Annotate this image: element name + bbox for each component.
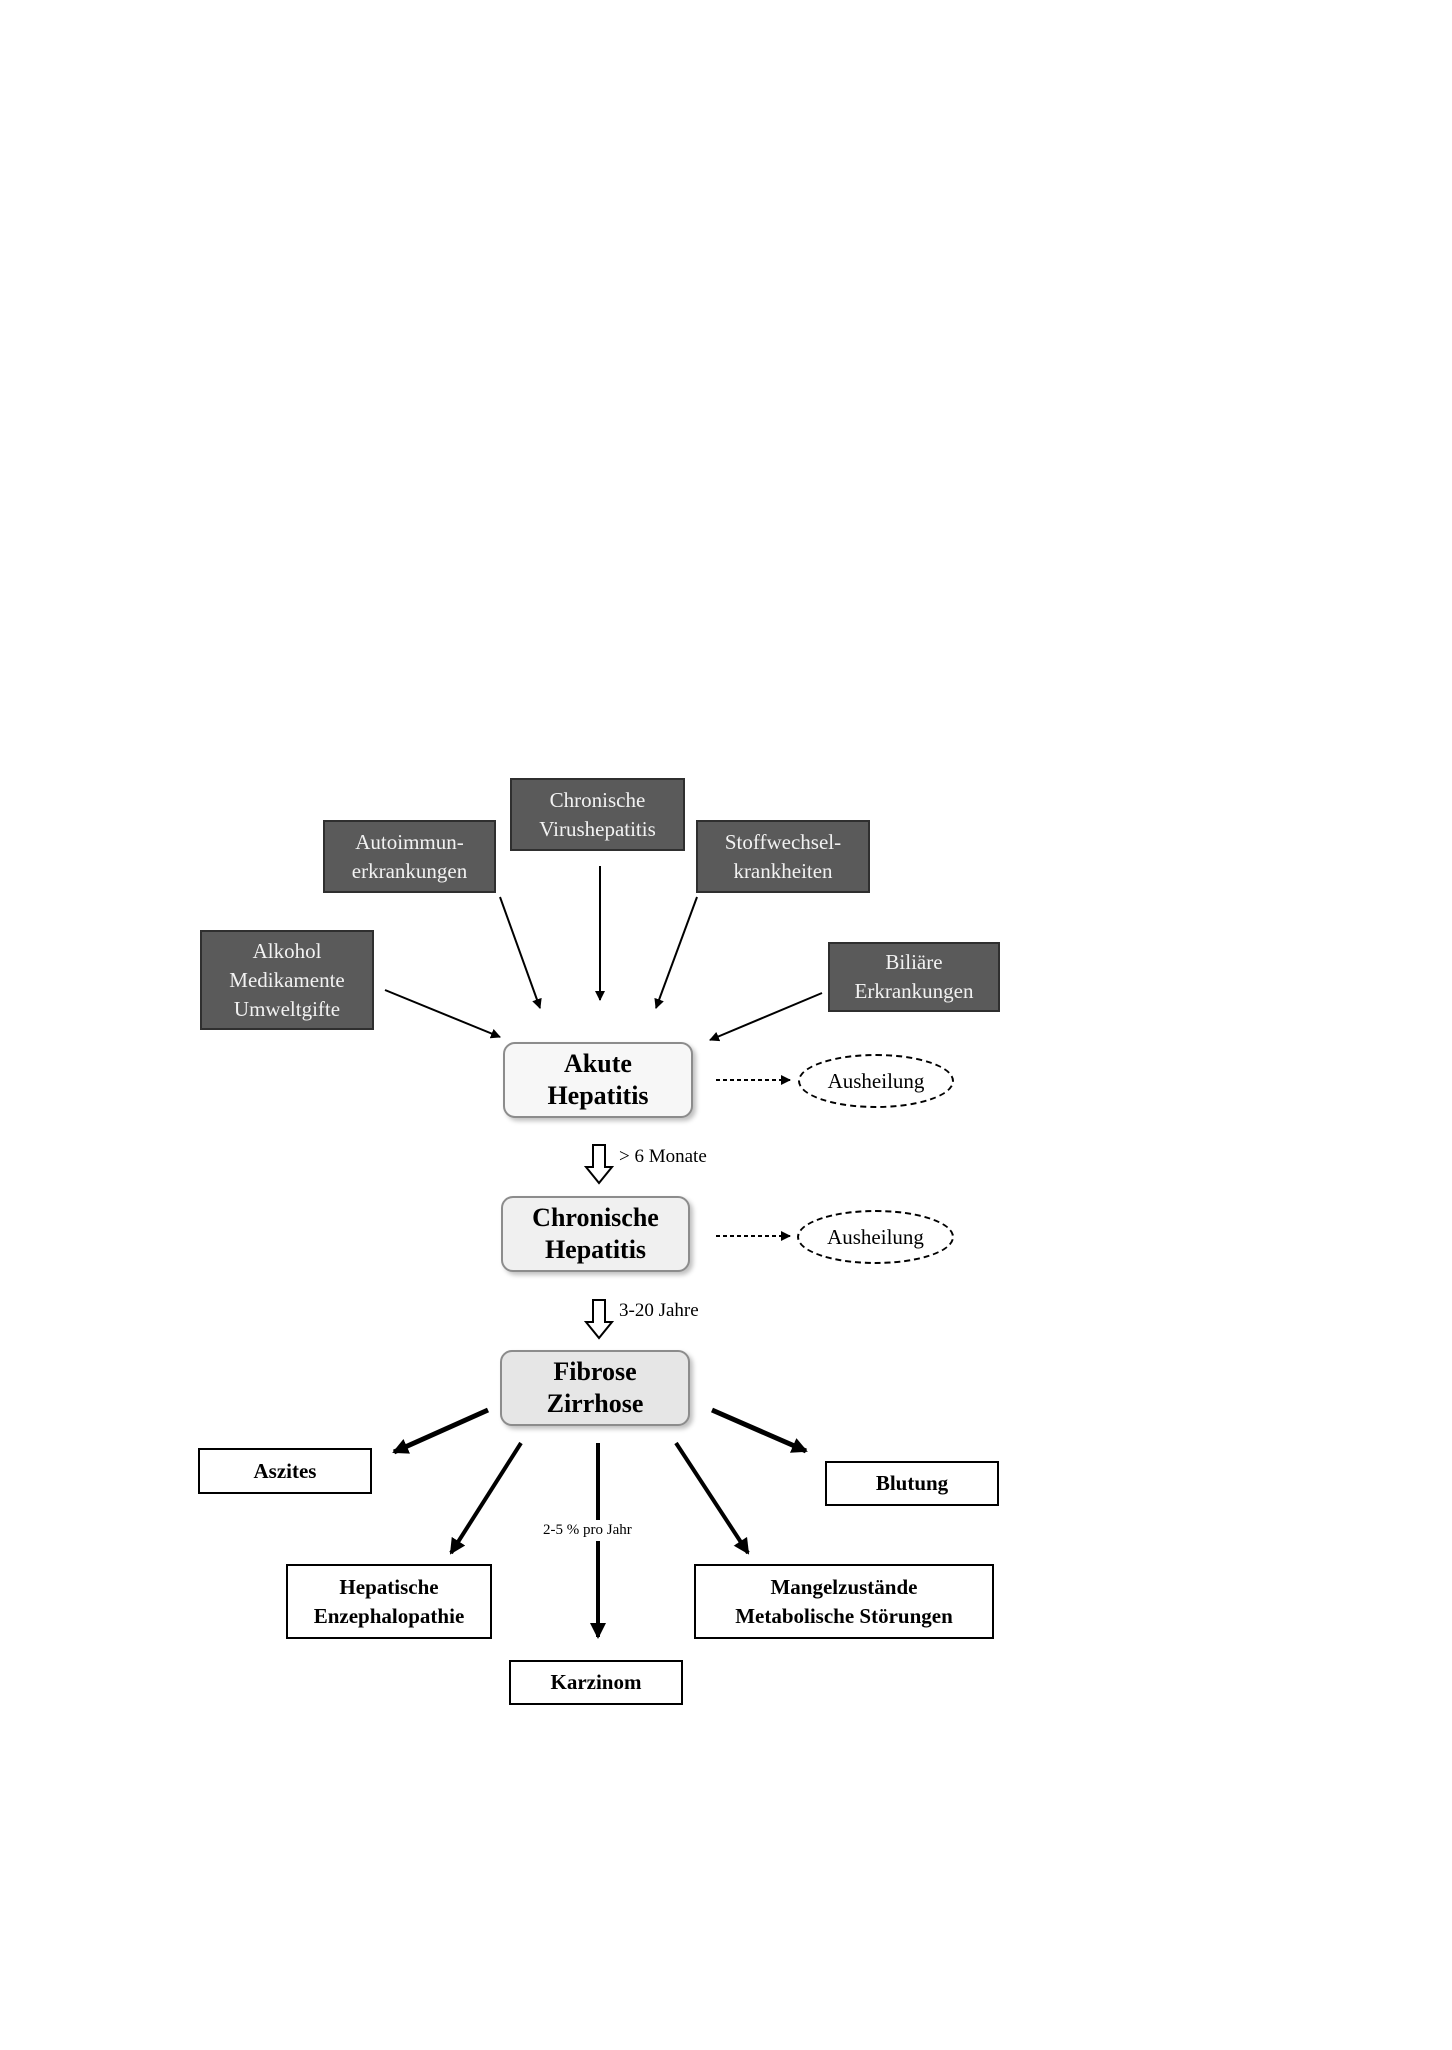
cause-alkohol-medikamente-umweltgifte: Alkohol Medikamente Umweltgifte: [200, 930, 374, 1030]
arrow-stoffwechsel-to-akut: [654, 896, 698, 1009]
arrow-to-enzephalopathie: [449, 1441, 523, 1555]
hollow-arrow-chronisch-fibrose: [583, 1299, 615, 1340]
arrow-autoimmun-to-akut: [499, 896, 542, 1009]
cause-stoffwechselkrankheiten: Stoffwechsel- krankheiten: [696, 820, 870, 893]
label-more-than-6-months: > 6 Monate: [619, 1146, 707, 1167]
outcome-mangelzustaende-metabolische-stoerungen: Mangelzustände Metabolische Störungen: [694, 1564, 994, 1639]
arrow-alkohol-to-akut: [384, 989, 501, 1039]
healing-after-akute-hepatitis: Ausheilung: [798, 1054, 954, 1108]
cause-autoimmunerkrankungen: Autoimmun- erkrankungen: [323, 820, 496, 893]
outcome-karzinom: Karzinom: [509, 1660, 683, 1705]
cause-biliaere-erkrankungen: Biliäre Erkrankungen: [828, 942, 1000, 1012]
cause-chronische-virushepatitis: Chronische Virushepatitis: [510, 778, 685, 851]
outcome-hepatische-enzephalopathie: Hepatische Enzephalopathie: [286, 1564, 492, 1639]
outcome-aszites: Aszites: [198, 1448, 372, 1494]
stage-fibrose-zirrhose: Fibrose Zirrhose: [500, 1350, 690, 1426]
stage-chronische-hepatitis: Chronische Hepatitis: [501, 1196, 690, 1272]
label-carcinoma-rate: 2-5 % pro Jahr: [543, 1520, 632, 1541]
arrow-to-blutung: [711, 1407, 808, 1454]
label-3-to-20-years: 3-20 Jahre: [619, 1300, 699, 1321]
arrow-biliaer-to-akut: [709, 992, 823, 1042]
outcome-blutung: Blutung: [825, 1461, 999, 1506]
arrow-to-mangel: [674, 1441, 750, 1555]
hollow-arrow-akut-chronisch: [583, 1144, 615, 1185]
healing-after-chronische-hepatitis: Ausheilung: [797, 1210, 954, 1264]
arrow-to-aszites: [392, 1407, 490, 1455]
stage-akute-hepatitis: Akute Hepatitis: [503, 1042, 693, 1118]
